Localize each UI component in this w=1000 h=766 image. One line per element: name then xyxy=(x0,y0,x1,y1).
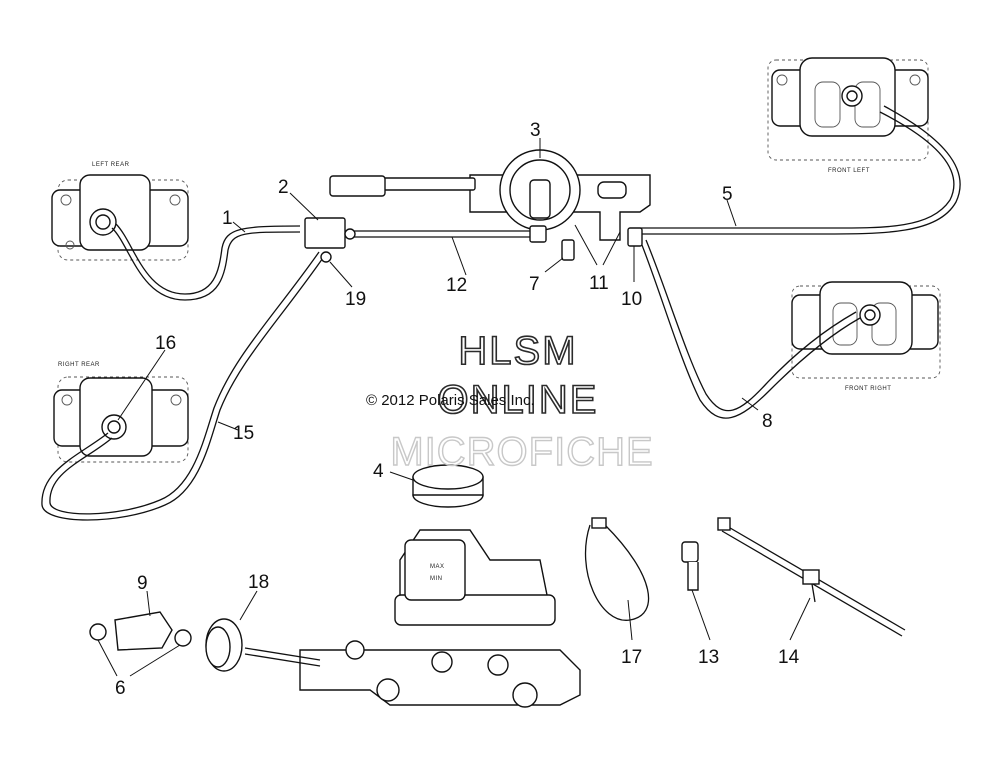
callout-8: 8 xyxy=(762,411,773,432)
callout-3: 3 xyxy=(530,120,541,141)
copyright-text: © 2012 Polaris Sales Inc. xyxy=(366,392,535,409)
callout-9: 9 xyxy=(137,573,148,594)
left-rear-caliper: LEFT REAR xyxy=(51,162,189,261)
callout-16: 16 xyxy=(155,333,176,354)
reservoir-cap xyxy=(412,464,484,508)
master-cylinder: MAX MIN xyxy=(244,529,581,708)
callout-14: 14 xyxy=(778,647,800,668)
boot xyxy=(205,618,243,672)
callout-5: 5 xyxy=(722,184,733,205)
watermark-hlsm: HLSM xyxy=(458,329,577,373)
callout-17: 17 xyxy=(621,647,642,668)
callout-4: 4 xyxy=(373,461,384,482)
max-label: MAX xyxy=(430,564,445,570)
cable-tie xyxy=(585,517,650,621)
brake-tee-block xyxy=(304,217,356,263)
callout-1: 1 xyxy=(222,208,233,229)
watermark: HLSM ONLINE © 2012 Polaris Sales Inc. MI… xyxy=(366,328,653,475)
clip xyxy=(681,541,699,591)
right-rear-label: RIGHT REAR xyxy=(58,362,100,368)
callout-12: 12 xyxy=(446,275,467,296)
push-mount-tie xyxy=(717,517,906,637)
right-rear-caliper: RIGHT REAR xyxy=(53,362,189,463)
callout-7: 7 xyxy=(529,274,540,295)
left-rear-label: LEFT REAR xyxy=(92,162,130,168)
proportioning-valve xyxy=(329,149,651,261)
leader-lines xyxy=(97,138,811,677)
front-left-caliper: FRONT LEFT xyxy=(767,57,929,174)
callout-10: 10 xyxy=(621,289,642,310)
callout-18: 18 xyxy=(248,572,269,593)
callout-2: 2 xyxy=(278,177,289,198)
front-right-caliper: FRONT RIGHT xyxy=(791,281,941,392)
front-right-label: FRONT RIGHT xyxy=(845,386,891,392)
min-label: MIN xyxy=(430,576,443,582)
watermark-microfiche: MICROFICHE xyxy=(390,430,653,474)
callout-15: 15 xyxy=(233,423,254,444)
callout-13: 13 xyxy=(698,647,719,668)
callout-19: 19 xyxy=(345,289,366,310)
callout-6: 6 xyxy=(115,678,126,699)
brake-lines xyxy=(41,105,961,521)
callout-numbers: 1 2 3 4 5 6 7 8 9 10 11 12 13 14 15 16 1… xyxy=(115,120,800,699)
front-left-label: FRONT LEFT xyxy=(828,168,870,174)
callout-11: 11 xyxy=(589,273,609,294)
clevis-assembly xyxy=(89,611,192,651)
watermark-online: ONLINE xyxy=(438,378,599,422)
